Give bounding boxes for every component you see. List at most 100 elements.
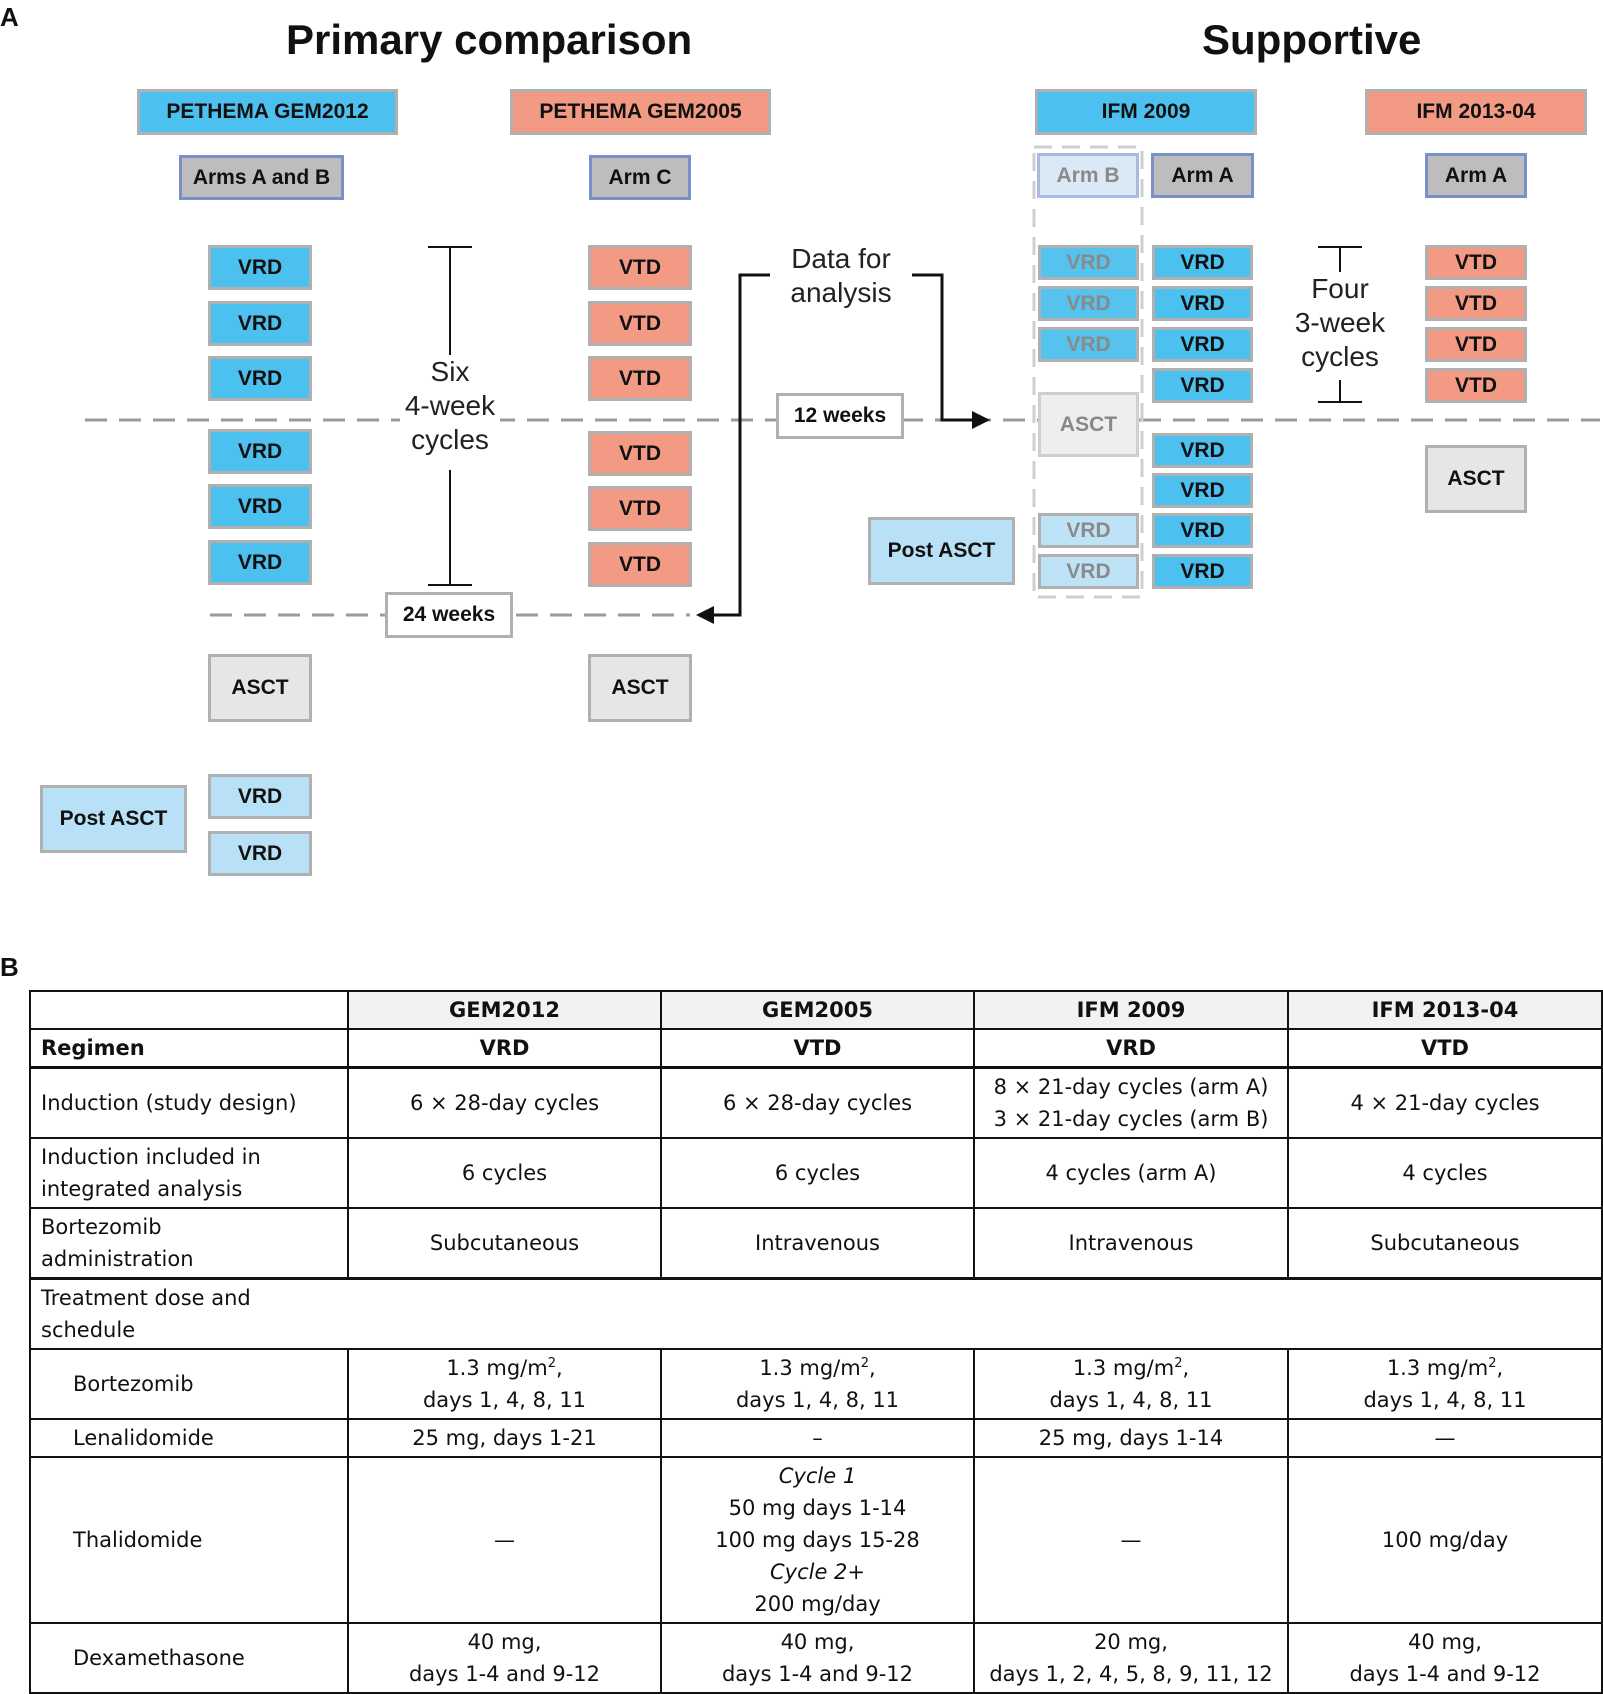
label-line: integrated analysis: [41, 1177, 243, 1201]
six-cycles-line: cycles: [411, 424, 489, 455]
analysis-arrow-left: [712, 273, 770, 617]
label-line: Treatment dose and: [41, 1286, 251, 1310]
gem2005-vtd-cycle: VTD: [588, 245, 692, 290]
cell-line: days 1, 4, 8, 11: [1363, 1388, 1527, 1412]
dose-text: 1.3 mg/m: [1072, 1356, 1175, 1380]
arrowhead-24-weeks: [696, 606, 714, 624]
table-cell: –: [660, 1418, 975, 1458]
ifm2013-04-vtd: VTD: [1425, 327, 1527, 362]
four-cycles-line: Four: [1311, 273, 1369, 304]
cell-line: 50 mg days 1-14: [728, 1496, 907, 1520]
dose-suffix: ,: [868, 1356, 876, 1380]
row-label: Bortezomib administration: [29, 1207, 349, 1280]
data-for-analysis-label: Data for analysis: [770, 242, 912, 310]
six-cycles-label: Six 4-week cycles: [400, 355, 500, 457]
data-for-analysis-line: analysis: [790, 277, 892, 308]
gem2005-vtd-cycle: VTD: [588, 542, 692, 587]
table-cell: VRD: [973, 1028, 1289, 1069]
table-row-bortezomib: Bortezomib 1.3 mg/m2, days 1, 4, 8, 11 1…: [29, 1348, 1603, 1420]
cell-line: days 1-4 and 9-12: [408, 1662, 601, 1686]
study-ifm2013-04: IFM 2013-04: [1365, 89, 1587, 135]
gem2012-asct: ASCT: [208, 654, 312, 722]
ifm2013-04-vtd: VTD: [1425, 245, 1527, 280]
arm-ifm2013-04: Arm A: [1425, 153, 1527, 198]
ifm2009-arm-a-vrd: VRD: [1152, 286, 1253, 321]
table-cell: 40 mg, days 1-4 and 9-12: [347, 1622, 662, 1694]
four-cycles-line: 3-week: [1294, 307, 1386, 338]
label-line: schedule: [41, 1318, 136, 1342]
cell-line: days 1-4 and 9-12: [721, 1662, 914, 1686]
table-cell: 40 mg, days 1-4 and 9-12: [1287, 1622, 1603, 1694]
gem2005-vtd-cycle: VTD: [588, 486, 692, 531]
table-cell: 25 mg, days 1-14: [973, 1418, 1289, 1458]
table-cell: Cycle 1 50 mg days 1-14 100 mg days 15-2…: [660, 1456, 975, 1624]
panel-b-letter: B: [0, 952, 19, 982]
table-row-induction-design: Induction (study design) 6 × 28-day cycl…: [29, 1066, 1603, 1139]
row-label: Bortezomib: [29, 1348, 349, 1420]
table-cell: 1.3 mg/m2, days 1, 4, 8, 11: [347, 1348, 662, 1420]
ifm2009-arm-a-vrd: VRD: [1152, 473, 1253, 508]
cell-line: days 1, 4, 8, 11: [1049, 1388, 1213, 1412]
four-cycles-line: cycles: [1301, 341, 1379, 372]
cell-line: days 1, 2, 4, 5, 8, 9, 11, 12: [989, 1662, 1273, 1686]
gem2012-post-asct: Post ASCT: [40, 785, 187, 853]
header-cell: IFM 2013-04: [1287, 990, 1603, 1030]
ifm2009-arm-b-vrd: VRD: [1038, 245, 1139, 280]
dose-sup: 2: [1488, 1356, 1497, 1371]
dose-text: 1.3 mg/m: [759, 1356, 861, 1380]
table-cell: —: [347, 1456, 662, 1624]
cell-line: 3 × 21-day cycles (arm B): [993, 1107, 1269, 1131]
title-supportive: Supportive: [1202, 16, 1422, 63]
table-cell: Intravenous: [660, 1207, 975, 1280]
dose-sup: 2: [547, 1356, 556, 1371]
arrowhead-12-weeks: [972, 411, 990, 429]
gem2005-asct: ASCT: [588, 654, 692, 722]
cell-line: days 1, 4, 8, 11: [422, 1388, 587, 1412]
ifm2009-arm-a-vrd: VRD: [1152, 433, 1253, 468]
study-ifm2009: IFM 2009: [1035, 89, 1257, 135]
table-row-thalidomide: Thalidomide — Cycle 1 50 mg days 1-14 10…: [29, 1456, 1603, 1624]
table-cell: 1.3 mg/m2, days 1, 4, 8, 11: [660, 1348, 975, 1420]
table-cell: VRD: [347, 1028, 662, 1069]
arm-ifm2009-a: Arm A: [1151, 153, 1254, 198]
table-row-lenalidomide: Lenalidomide 25 mg, days 1-21 – 25 mg, d…: [29, 1418, 1603, 1458]
gem2005-vtd-cycle: VTD: [588, 301, 692, 346]
ifm2013-04-asct: ASCT: [1425, 445, 1527, 513]
ifm2009-arm-b-post-vrd: VRD: [1038, 554, 1139, 589]
section-label: Treatment dose and schedule: [29, 1277, 1603, 1350]
ifm2009-arm-b-vrd: VRD: [1038, 327, 1139, 362]
ifm2009-arm-a-vrd: VRD: [1152, 327, 1253, 362]
gem2005-vtd-cycle: VTD: [588, 431, 692, 476]
cell-line: 40 mg,: [780, 1630, 855, 1654]
table-cell: Subcutaneous: [347, 1207, 662, 1280]
table-cell: 6 × 28-day cycles: [660, 1066, 975, 1139]
gem2012-post-asct-vrd: VRD: [208, 774, 312, 819]
table-cell: 1.3 mg/m2, days 1, 4, 8, 11: [1287, 1348, 1603, 1420]
table-cell: VTD: [660, 1028, 975, 1069]
row-label: Thalidomide: [29, 1456, 349, 1624]
table-row-dose-section: Treatment dose and schedule: [29, 1277, 1603, 1350]
row-label: Induction included in integrated analysi…: [29, 1137, 349, 1209]
gem2012-vrd-cycle: VRD: [208, 540, 312, 585]
table-cell: VTD: [1287, 1028, 1603, 1069]
table-cell: 25 mg, days 1-21: [347, 1418, 662, 1458]
table-cell: —: [1287, 1418, 1603, 1458]
header-cell: IFM 2009: [973, 990, 1289, 1030]
table-cell: 8 × 21-day cycles (arm A) 3 × 21-day cyc…: [973, 1066, 1289, 1139]
panel-a-diagram: A Primary comparison Supportive PETHEMA …: [0, 2, 1600, 876]
arm-gem2012: Arms A and B: [179, 155, 344, 200]
regimen-comparison-table: GEM2012 GEM2005 IFM 2009 IFM 2013-04 Reg…: [29, 990, 1603, 1694]
table-row-induction-included: Induction included in integrated analysi…: [29, 1137, 1603, 1209]
label-line: administration: [41, 1247, 194, 1271]
ifm2009-arm-a-vrd: VRD: [1152, 513, 1253, 548]
table-cell: Intravenous: [973, 1207, 1289, 1280]
table-cell: Subcutaneous: [1287, 1207, 1603, 1280]
ifm2013-04-vtd: VTD: [1425, 368, 1527, 403]
dose-sup: 2: [1174, 1356, 1183, 1371]
gem2012-vrd-cycle: VRD: [208, 356, 312, 401]
cell-line: days 1-4 and 9-12: [1349, 1662, 1541, 1686]
dose-suffix: ,: [1496, 1356, 1504, 1380]
table-cell: 4 × 21-day cycles: [1287, 1066, 1603, 1139]
row-label: Regimen: [29, 1028, 349, 1069]
cell-line: 40 mg,: [1408, 1630, 1482, 1654]
